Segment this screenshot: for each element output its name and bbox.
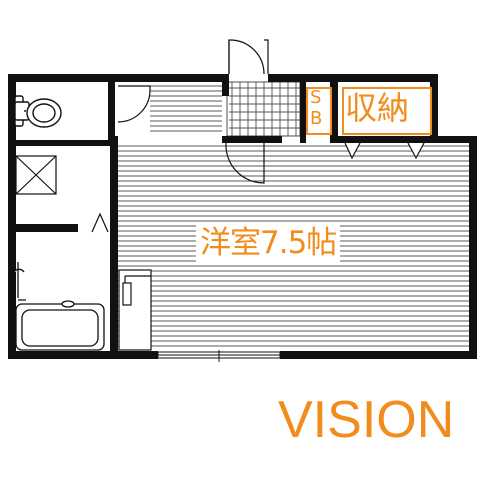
- shoe-box-label-s: S: [310, 87, 322, 108]
- flooring-lines: [118, 82, 469, 347]
- brand-logo-text: VISION: [278, 391, 455, 449]
- toilet-fixture: [14, 95, 62, 128]
- kitchen-sink: [118, 269, 152, 351]
- walls: [8, 74, 477, 359]
- toilet-door: [117, 85, 151, 123]
- bathtub: [13, 262, 105, 351]
- shoe-box-label-b: B: [310, 108, 323, 129]
- window: [157, 350, 281, 362]
- closet-door-marks: [91, 142, 425, 233]
- closet-label-box: [342, 87, 432, 135]
- room-label: 洋室7.5帖: [196, 223, 341, 263]
- entrance-door: [228, 39, 269, 75]
- shoe-box-label-box: [306, 87, 332, 135]
- closet-label: 収納: [345, 89, 410, 127]
- room-door: [225, 142, 265, 184]
- washing-machine-space: [15, 155, 57, 195]
